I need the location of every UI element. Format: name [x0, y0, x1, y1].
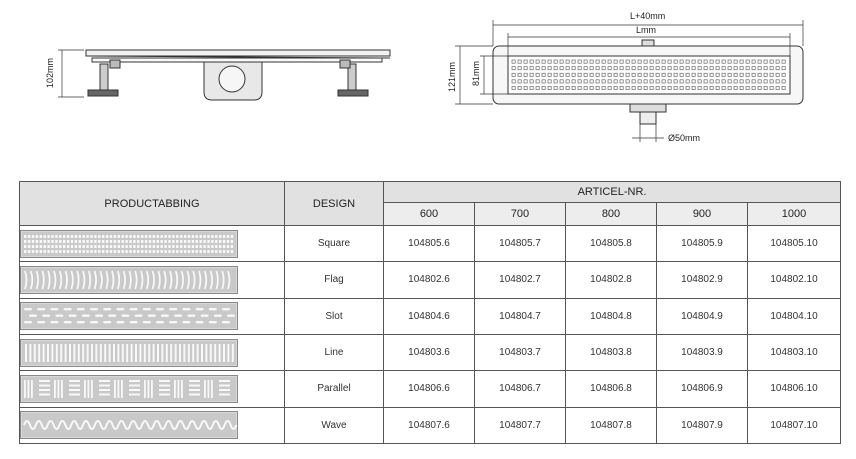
article-number: 104807.6	[383, 406, 475, 445]
article-number: 104803.9	[656, 333, 748, 372]
inner-length-dimension: Lmm	[636, 25, 656, 35]
article-number: 104804.7	[474, 297, 566, 335]
size-700-header: 700	[474, 202, 566, 226]
inner-height-dimension: 81mm	[471, 61, 481, 86]
article-number: 104802.9	[656, 261, 748, 299]
slot-pattern	[20, 302, 238, 331]
overall-length-dimension: L+40mm	[630, 11, 665, 21]
article-number: 104805.8	[565, 224, 657, 263]
outer-height-dimension: 121mm	[447, 62, 457, 92]
grate-image-cell	[19, 224, 285, 263]
article-number: 104802.10	[746, 261, 842, 299]
grate-image-cell	[19, 370, 285, 408]
design-name: Slot	[284, 297, 384, 335]
flag-pattern	[20, 265, 238, 294]
article-number: 104805.10	[746, 224, 842, 263]
article-number: 104806.9	[656, 370, 748, 408]
article-number: 104806.10	[746, 370, 842, 408]
table-row: Wave 104807.6 104807.7 104807.8 104807.9…	[19, 406, 842, 445]
article-number: 104806.7	[474, 370, 566, 408]
design-name: Flag	[284, 261, 384, 299]
article-number: 104803.8	[565, 333, 657, 372]
technical-drawings: 102mm L+40mm Lmm 121mm 81mm Ø50mm	[45, 11, 804, 143]
article-number: 104804.10	[746, 297, 842, 335]
article-number: 104802.6	[383, 261, 475, 299]
size-600-header: 600	[383, 202, 475, 226]
article-number: 104804.8	[565, 297, 657, 335]
table-row: Line 104803.6 104803.7 104803.8 104803.9…	[19, 333, 842, 372]
article-number: 104803.10	[746, 333, 842, 372]
table-row: Square 104805.6 104805.7 104805.8 104805…	[19, 224, 842, 263]
design-name: Wave	[284, 406, 384, 445]
article-number-header: ARTICEL-NR.	[382, 181, 842, 203]
outlet-diameter-dimension: Ø50mm	[668, 133, 700, 143]
grate-image-cell	[19, 297, 285, 335]
size-900-header: 900	[656, 202, 748, 226]
table-row: Slot 104804.6 104804.7 104804.8 104804.9…	[19, 297, 842, 335]
design-name: Line	[284, 333, 384, 372]
parallel-pattern	[20, 374, 238, 403]
line-pattern	[20, 338, 238, 367]
wave-pattern	[20, 411, 238, 440]
article-number: 104804.9	[656, 297, 748, 335]
size-1000-header: 1000	[746, 202, 842, 226]
table-row: Parallel 104806.6 104806.7 104806.8 1048…	[19, 370, 842, 408]
article-number: 104802.7	[474, 261, 566, 299]
article-number: 104802.8	[565, 261, 657, 299]
design-name: Parallel	[284, 370, 384, 408]
article-number: 104807.9	[656, 406, 748, 445]
article-number: 104807.10	[746, 406, 842, 445]
grate-image-cell	[19, 333, 285, 372]
grate-image-cell	[19, 261, 285, 299]
side-view-drawing	[58, 49, 391, 101]
grate-image-cell	[19, 406, 285, 445]
design-header: DESIGN	[284, 181, 384, 226]
product-image-header: PRODUCTABBING	[19, 181, 285, 226]
size-header-row: 600 700 800 900 1000	[20, 202, 842, 226]
table-row: Flag 104802.6 104802.7 104802.8 104802.9…	[19, 261, 842, 299]
side-height-dimension: 102mm	[45, 58, 55, 88]
design-name: Square	[284, 224, 384, 263]
square-pattern	[20, 229, 238, 258]
article-number: 104806.8	[565, 370, 657, 408]
top-view-grate-pattern	[511, 59, 786, 90]
article-number: 104805.7	[474, 224, 566, 263]
article-number: 104803.7	[474, 333, 566, 372]
article-number: 104804.6	[383, 297, 475, 335]
article-number: 104803.6	[383, 333, 475, 372]
article-number: 104807.7	[474, 406, 566, 445]
article-number: 104806.6	[383, 370, 475, 408]
article-number: 104805.6	[383, 224, 475, 263]
size-800-header: 800	[565, 202, 657, 226]
article-number: 104805.9	[656, 224, 748, 263]
article-table: PRODUCTABBING DESIGN ARTICEL-NR. 600 700…	[19, 181, 842, 445]
article-number: 104807.8	[565, 406, 657, 445]
